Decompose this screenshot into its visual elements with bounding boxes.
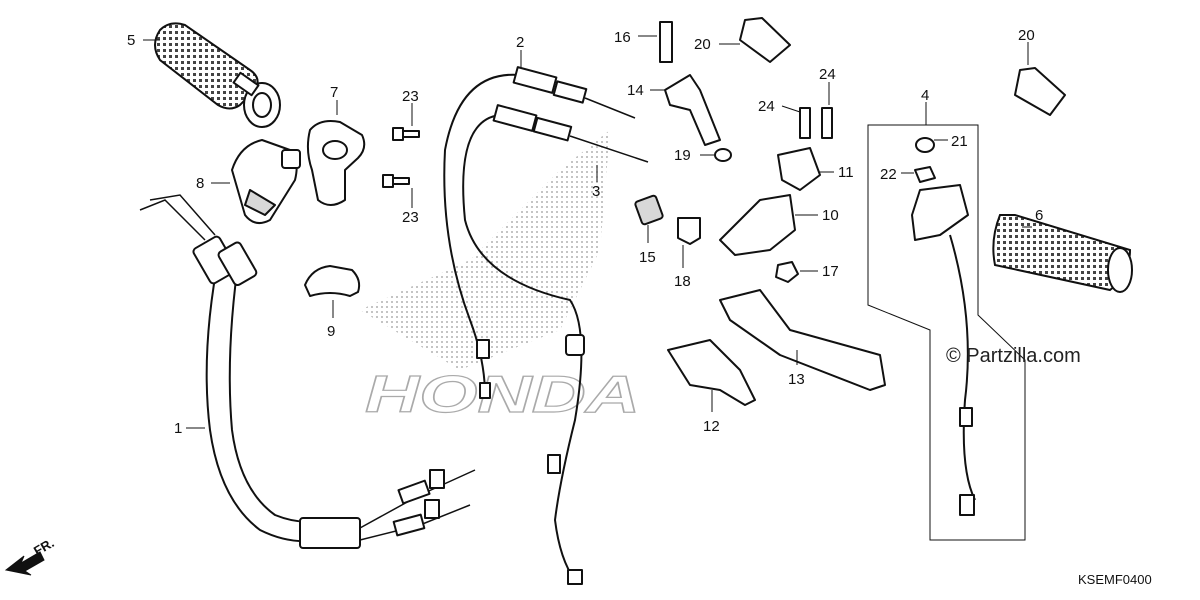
callout-23a: 23 [402, 88, 419, 105]
washer-part-22 [914, 166, 936, 183]
callout-2: 2 [516, 34, 524, 51]
callout-9: 9 [327, 323, 335, 340]
bolt-part-24b [821, 107, 833, 139]
callout-6: 6 [1035, 207, 1043, 224]
callout-1: 1 [174, 420, 182, 437]
callout-22: 22 [880, 166, 897, 183]
callout-19: 19 [674, 147, 691, 164]
callout-labels: 1 2 3 4 5 6 7 8 9 10 11 12 13 14 15 16 1… [127, 27, 1043, 437]
callout-20a: 20 [694, 36, 711, 53]
callout-4: 4 [921, 87, 929, 104]
partzilla-watermark: © Partzilla.com [946, 345, 1081, 367]
clutch-perch-part [667, 339, 756, 406]
callout-5: 5 [127, 32, 135, 49]
callout-24b: 24 [758, 98, 775, 115]
throttle-grip-part [154, 22, 281, 128]
callout-leaders [143, 35, 1032, 429]
callout-14: 14 [627, 82, 644, 99]
callout-23b: 23 [402, 209, 419, 226]
callout-17: 17 [822, 263, 839, 280]
kill-switch-part [911, 184, 976, 516]
honda-wing-logo: HONDA [360, 130, 641, 425]
callout-20b: 20 [1018, 27, 1035, 44]
callout-3: 3 [592, 183, 600, 200]
front-direction-arrow: FR. [4, 535, 57, 576]
holder-clamp-part [777, 147, 821, 191]
left-grip-part [992, 214, 1133, 293]
bolt-part-24a [799, 107, 811, 139]
callout-10: 10 [822, 207, 839, 224]
clutch-holder-part [719, 194, 796, 256]
screw-part-21 [915, 137, 935, 153]
callout-21: 21 [951, 133, 968, 150]
honda-logo-text: HONDA [365, 366, 640, 424]
cable-tie-part [739, 17, 791, 63]
adjuster-part [634, 194, 664, 226]
screw-part-23 [382, 127, 420, 188]
washer-part-19 [714, 148, 732, 162]
clutch-lever-part [719, 289, 886, 391]
callout-13: 13 [788, 371, 805, 388]
bolt-part-16 [659, 21, 673, 63]
callout-8: 8 [196, 175, 204, 192]
throttle-housing-upper-part [306, 120, 366, 206]
grip-cover-part [304, 265, 361, 297]
callout-16: 16 [614, 29, 631, 46]
clutch-cable-part [443, 66, 649, 585]
callout-11: 11 [838, 164, 854, 181]
lever-bracket-part [664, 74, 721, 146]
diagram-code: KSEMF0400 [1078, 572, 1152, 587]
callout-15: 15 [639, 249, 656, 266]
callout-7: 7 [330, 84, 338, 101]
cable-tie-part-right [1014, 67, 1066, 116]
callout-24a: 24 [819, 66, 836, 83]
throttle-housing-part [231, 139, 301, 225]
callout-12: 12 [703, 418, 720, 435]
switch-group-outline [867, 124, 1026, 541]
nut-part-17 [775, 261, 799, 283]
callout-18: 18 [674, 273, 691, 290]
locknut-part [677, 217, 701, 245]
throttle-cable-part [139, 194, 476, 549]
